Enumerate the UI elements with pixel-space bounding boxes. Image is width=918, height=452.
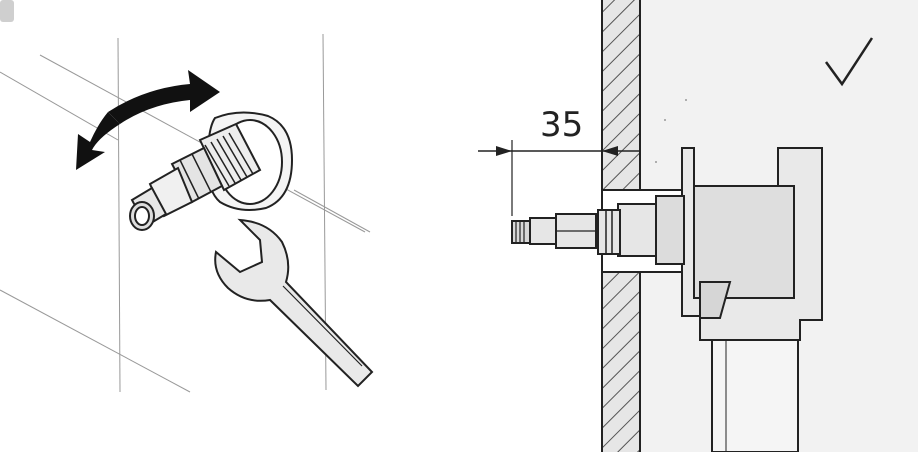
stem-assembly bbox=[511, 195, 685, 265]
dimension-35: 35 bbox=[478, 105, 640, 216]
check-mark-icon bbox=[824, 37, 874, 87]
wrench-icon bbox=[214, 218, 374, 388]
dimension-value: 35 bbox=[540, 105, 583, 145]
right-panel: 35 bbox=[478, 0, 918, 452]
concealed-body bbox=[681, 147, 823, 452]
tab-icon bbox=[0, 0, 14, 22]
left-panel bbox=[0, 0, 374, 393]
fitting-left bbox=[129, 111, 294, 231]
rotate-arrows-icon bbox=[76, 70, 220, 170]
surface-specks bbox=[655, 99, 687, 163]
